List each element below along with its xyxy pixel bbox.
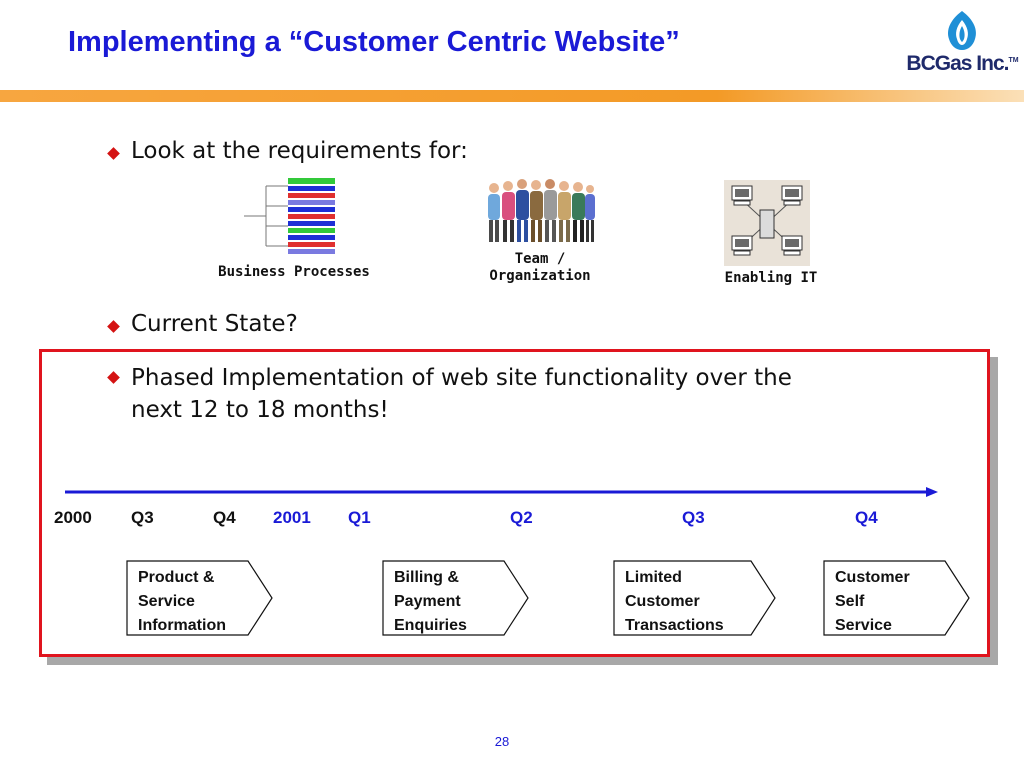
timeline-label-2000: 2000	[54, 508, 92, 527]
network-computers-icon	[724, 180, 810, 266]
team-people-icon	[488, 179, 595, 242]
timeline-label-q4-2001: Q4	[855, 508, 878, 527]
caption-team-organization: Team / Organization	[489, 251, 591, 284]
bcgas-logo: BCGas Inc.TM	[905, 8, 1020, 80]
business-processes-icon	[244, 178, 335, 254]
bullet-phased-implementation: Phased Implementation of web site functi…	[131, 365, 792, 423]
timeline-label-q3-2000: Q3	[131, 508, 154, 527]
page-number: 28	[494, 734, 510, 749]
timeline-label-q1-2001: Q1	[348, 508, 371, 527]
slide-title: Implementing a “Customer Centric Website…	[68, 26, 680, 58]
caption-enabling-it: Enabling IT	[724, 270, 818, 286]
timeline-label-q3-2001: Q3	[682, 508, 705, 527]
timeline-label-q2-2001: Q2	[510, 508, 533, 527]
caption-business-processes: Business Processes	[218, 264, 370, 280]
bullet-diamond-icon	[107, 147, 120, 160]
bullet-diamond-icon	[107, 320, 120, 333]
bullet-requirements: Look at the requirements for:	[131, 138, 468, 164]
timeline-label-2001: 2001	[273, 508, 311, 527]
bullet-current-state: Current State?	[131, 311, 298, 337]
header-accent-bar	[0, 90, 1024, 102]
flame-icon	[948, 11, 976, 50]
logo-wordmark: BCGas Inc.TM	[906, 52, 1019, 75]
timeline-label-q4-2000: Q4	[213, 508, 236, 527]
timeline-arrow	[65, 487, 938, 497]
